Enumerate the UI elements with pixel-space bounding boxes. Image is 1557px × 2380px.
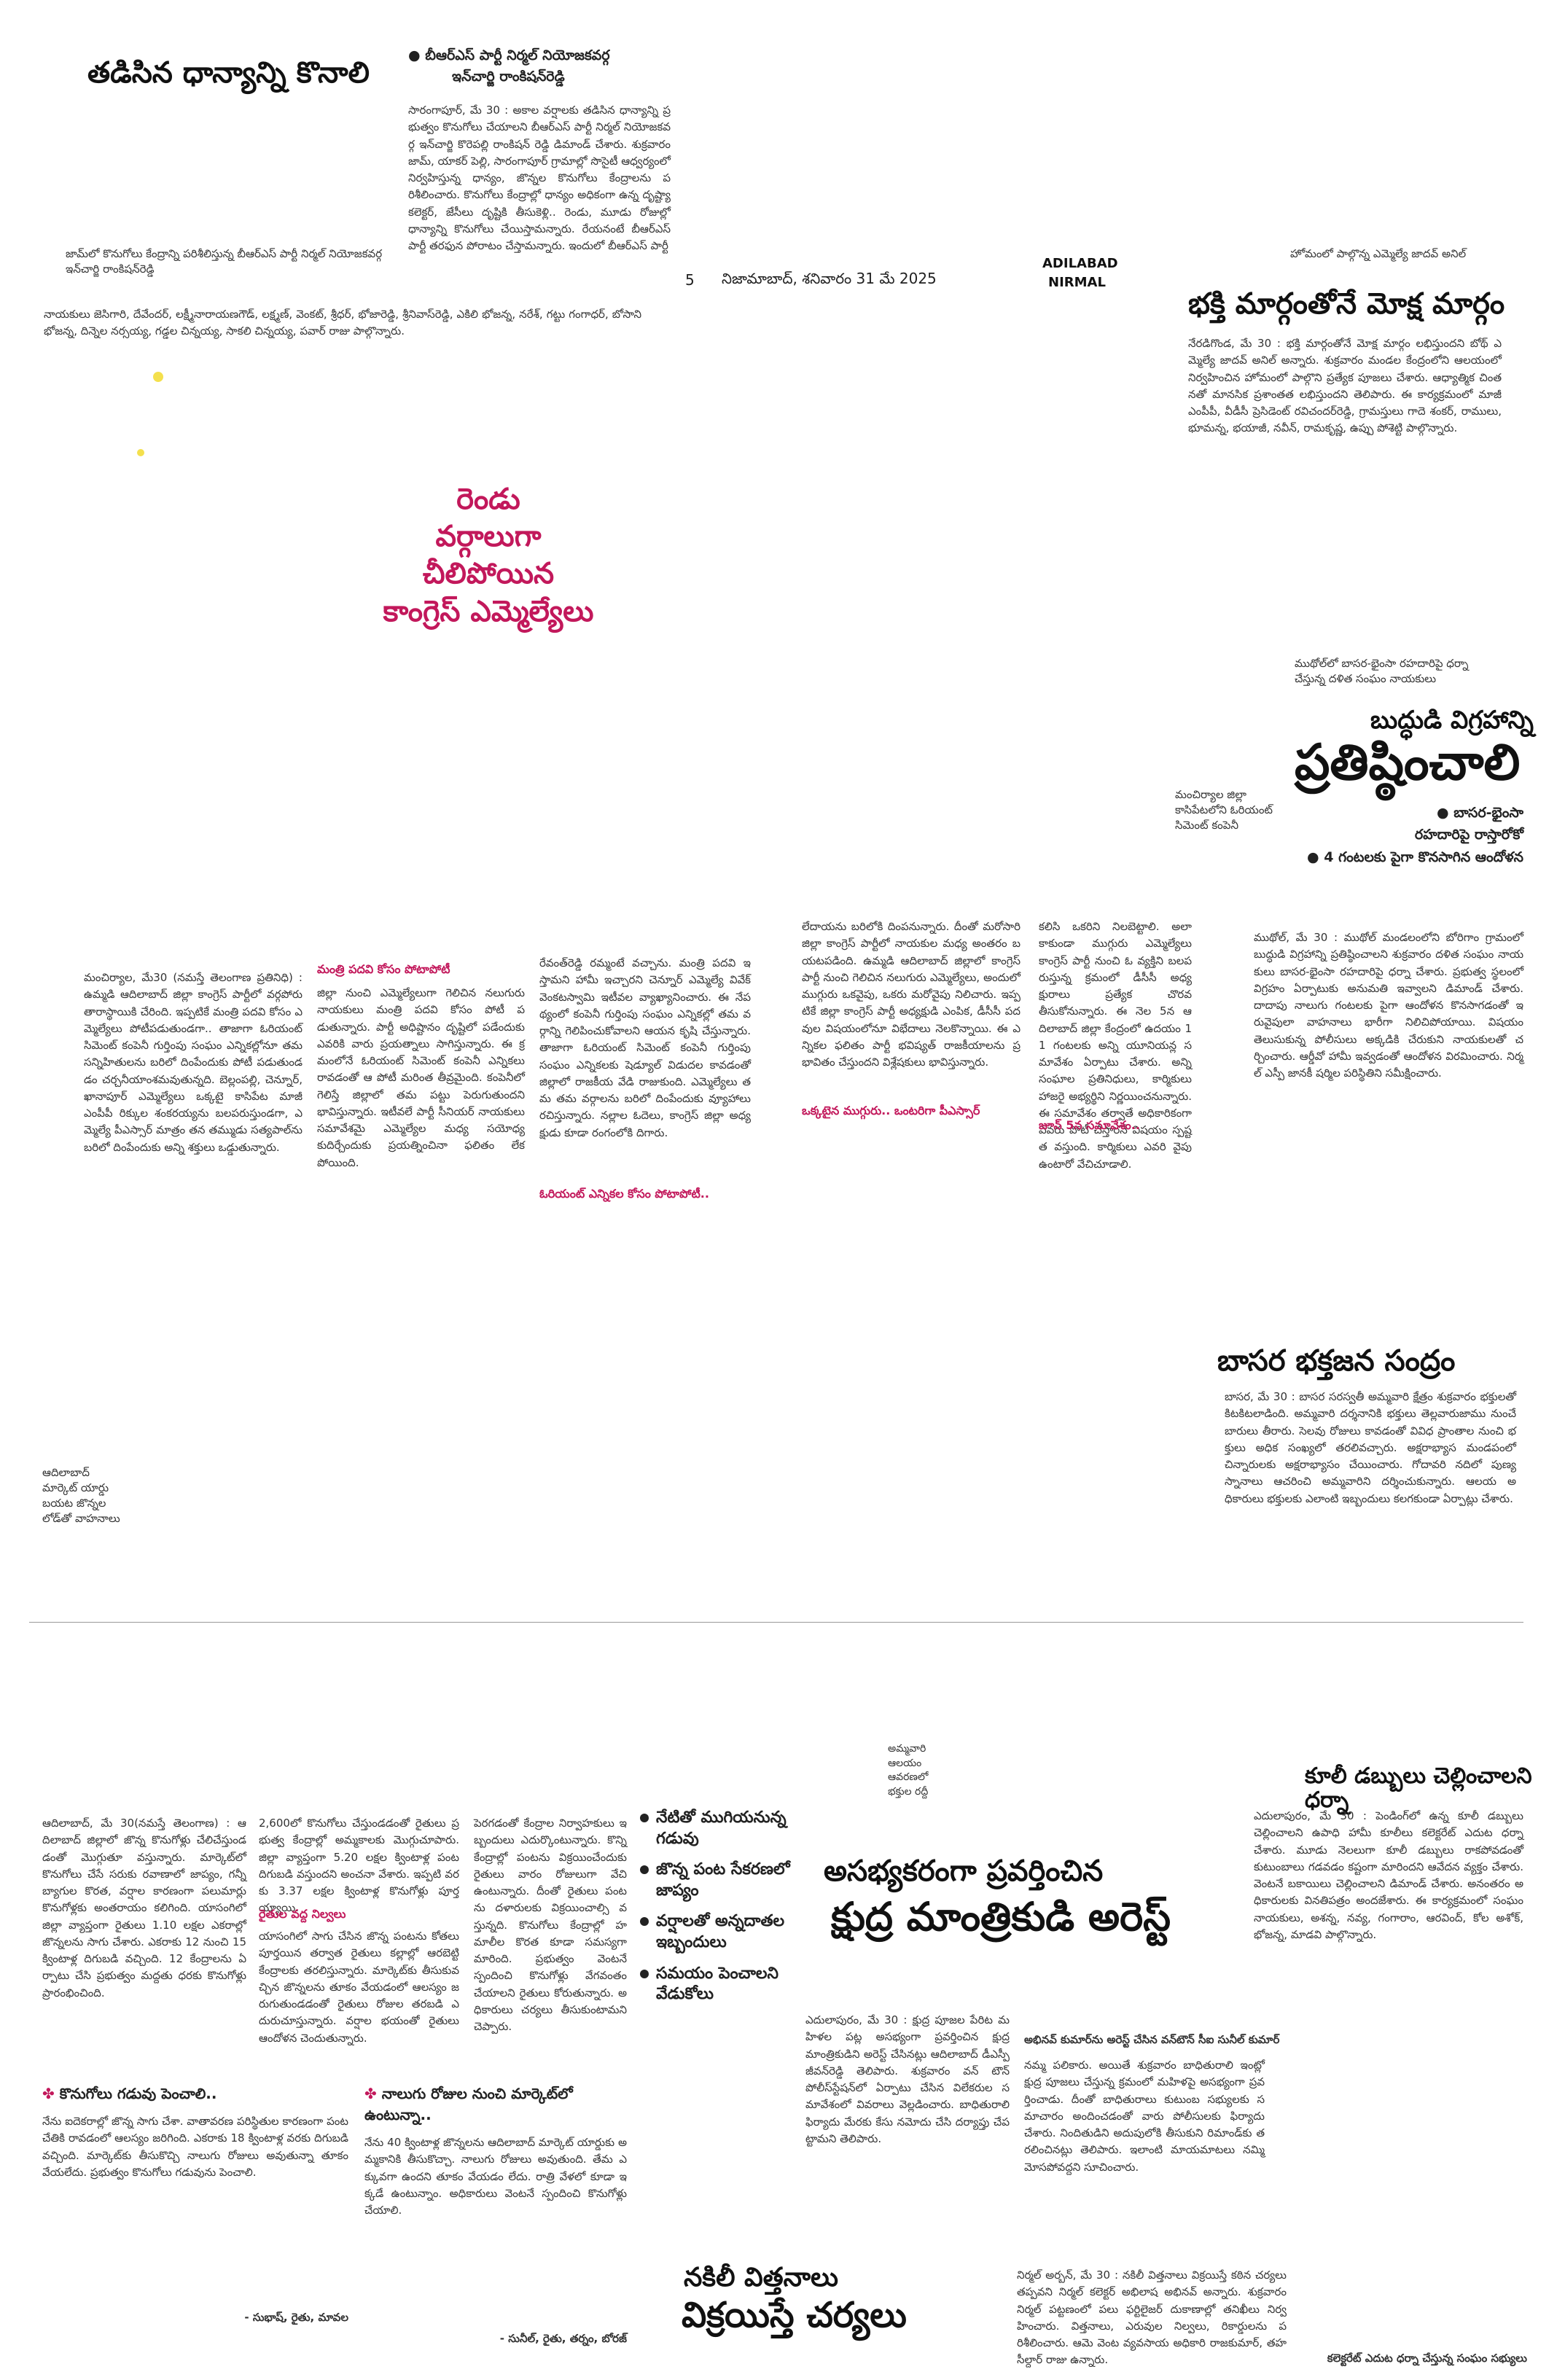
kicker-bhakti: హోమంలో పాల్గొన్న ఎమ్మెల్యే జాదవ్ అనిల్ bbox=[1290, 247, 1467, 260]
kicker-buddha-line-1: ముథోల్‌లో బాసర-భైంసా రహదారిపై ధర్నా bbox=[1295, 657, 1469, 670]
tail-dhanyam: నాయకులు జెసిగారి, దేవేందర్, లక్ష్మీనారాయ… bbox=[44, 308, 641, 338]
congress-col-3-text: రేవంత్‌రెడ్డి రమ్మంటే వచ్చాను. మంత్రి పద… bbox=[539, 956, 751, 1139]
headline-nakili-1: నకిలీ విత్తనాలు bbox=[684, 2263, 838, 2293]
deck-line-2: రహదారిపై రాస్తారోకో bbox=[1414, 827, 1523, 843]
headline-mantrikudu-1: అసభ్యకరంగా ప్రవర్తించిన bbox=[824, 1854, 1104, 1888]
quote-1-head: ✤ కొనుగోలు గడువు పెంచాలి.. bbox=[42, 2085, 217, 2102]
headline-congress-line-1: రెండు bbox=[456, 483, 520, 516]
jonna-subhead: రైతుల వద్ద నిల్వలు bbox=[259, 1907, 346, 1921]
decorative-dot bbox=[153, 372, 163, 382]
quote-1-body: నేను ఐదెకరాల్లో జొన్న సాగు చేశా. వాతావరణ… bbox=[42, 2115, 348, 2179]
congress-col-5: కలిసి ఒకరిని నిలబెట్టాలి. అలా కాకుండా ము… bbox=[1039, 918, 1192, 1171]
body-dhanyam: సారంగాపూర్, మే 30 : అకాల వర్షాలకు తడిసిన… bbox=[408, 104, 671, 252]
congress-subhead-1: మంత్రి పదవి కోసం పోటాపోటీ bbox=[317, 962, 450, 976]
photo-caption-congress: మంచిర్యాల జిల్లా కాసిపేటలోని ఓరియంట్ సిమ… bbox=[1175, 788, 1273, 832]
edition-line-1: ADILABAD bbox=[1042, 256, 1118, 271]
congress-subhead-2: ఓరియంట్ ఎన్నికల కోసం పోటాపోటీ.. bbox=[539, 1187, 709, 1201]
headline-buddha-2: ప్రతిష్ఠించాలి bbox=[1295, 734, 1521, 792]
headline-basara: బాసర భక్తజన సంద్రం bbox=[1217, 1344, 1456, 1378]
bullet-icon: ● bbox=[1307, 848, 1324, 865]
quote-2-head: ✤ నాలుగు రోజుల నుంచి మార్కెట్‌లో ఉంటున్న… bbox=[364, 2085, 573, 2123]
highlight-item: వర్షాలతో అన్నదాతల ఇబ్బందులు bbox=[640, 1911, 793, 1953]
jonna-col-3: పెరగడంతో కేంద్రాల నిర్వాహకులు ఇబ్బందులు … bbox=[474, 1817, 627, 2033]
headline-bhakti: భక్తి మార్గంతోనే మోక్ష మార్గం bbox=[1188, 287, 1505, 321]
photo-caption-mantrikudu: అభినవ్ కుమార్‌ను అరెస్ట్ చేసిన వన్‌టౌన్ … bbox=[1024, 2033, 1280, 2046]
page-number: 5 bbox=[685, 271, 695, 289]
jonna-col-2-text: 2,600లో కొనుగోలు చేస్తుండడంతో రైతులు ప్ర… bbox=[259, 1817, 459, 1915]
edition-line-2: NIRMAL bbox=[1048, 275, 1106, 290]
bullet-icon: ● bbox=[408, 47, 426, 63]
photo-caption-market: ఆదిలాబాద్ మార్కెట్ యార్డు బయట జొన్నల లోడ… bbox=[42, 1466, 120, 1525]
mantrikudu-col-1: ఎదులాపురం, మే 30 : క్షుద్ర పూజల పేరిట మహ… bbox=[805, 2013, 1010, 2145]
congress-subhead-3: ఒక్కటైన ముగ్గురు.. ఒంటరిగా పీఎస్సార్ bbox=[802, 1104, 980, 1117]
headline-mantrikudu-2: క్షుద్ర మాంత్రికుడి అరెస్ట్ bbox=[831, 1894, 1171, 1940]
jonna-quote-1: ✤ కొనుగోలు గడువు పెంచాలి.. నేను ఐదెకరాల్… bbox=[42, 2085, 348, 2325]
headline-congress-line-2: వర్గాలుగా bbox=[435, 520, 542, 554]
body-buddha: ముథోల్, మే 30 : ముథోల్ మండలంలోని బోరిగాం… bbox=[1254, 931, 1523, 1080]
deck-line-1: ● బాసర-భైంసా bbox=[1437, 805, 1523, 821]
kicker-buddha-line-2: చేస్తున్న దళిత సంఘం నాయకులు bbox=[1295, 672, 1437, 685]
mantrikudu-col-2: నమ్మ పలికారు. అయితే శుక్రవారం బాధితురాలి… bbox=[1024, 2059, 1265, 2174]
body-basara: బాసర, మే 30 : బాసర సరస్వతీ అమ్మవారి క్షే… bbox=[1225, 1390, 1516, 1505]
kicker-line-1: ● బీఆర్ఎస్ పార్టీ నిర్మల్ నియోజకవర్గ bbox=[408, 47, 610, 63]
headline-nakili-2: విక్రయిస్తే చర్యలు bbox=[682, 2295, 907, 2336]
photo-caption-dhanyam: జామ్‌లో కొనుగోలు కేంద్రాన్ని పరిశీలిస్తు… bbox=[66, 247, 383, 276]
highlight-item: నేటితో ముగియనున్న గడువు bbox=[640, 1808, 793, 1849]
star-icon: ✤ bbox=[364, 2085, 382, 2102]
headline-congress-line-4: కాంగ్రెస్ ఎమ్మెల్యేలు bbox=[383, 594, 594, 628]
body-nakili: నిర్మల్ అర్బన్, మే 30 : నకిలీ విత్తనాలు … bbox=[1017, 2268, 1287, 2367]
deck-buddha: ● బాసర-భైంసా రహదారిపై రాస్తారోకో ● 4 గంట… bbox=[1305, 802, 1523, 868]
jonna-col-2b-text: యాసంగిలో సాగు చేసిన జొన్న పంటను కోతలు పూ… bbox=[259, 1930, 459, 2045]
kicker-mantrikudu: అమ్మవారి ఆలయం ఆవరణలో భక్తుల రద్దీ bbox=[888, 1743, 929, 1798]
bullet-icon: ● bbox=[1437, 805, 1454, 821]
kicker-dhanyam: ● బీఆర్ఎస్ పార్టీ నిర్మల్ నియోజకవర్గ ఇన్… bbox=[408, 45, 610, 87]
congress-col-3: రేవంత్‌రెడ్డి రమ్మంటే వచ్చాను. మంత్రి పద… bbox=[539, 955, 751, 1209]
highlight-item: జొన్న పంట సేకరణలో జాప్యం bbox=[640, 1860, 793, 1901]
congress-col-4: లేదాయను బరిలోకి దింపనున్నారు. దీంతో మరోస… bbox=[802, 918, 1021, 1126]
highlights-box: నేటితో ముగియనున్న గడువు జొన్న పంట సేకరణల… bbox=[640, 1808, 793, 2016]
quote-2-byline: - సునీల్, రైతు, తర్నం, బోరజ్ bbox=[499, 2332, 627, 2345]
highlights-list: నేటితో ముగియనున్న గడువు జొన్న పంట సేకరణల… bbox=[640, 1808, 793, 2005]
jonna-col-1: ఆదిలాబాద్, మే 30(నమస్తే తెలంగాణ) : ఆదిలా… bbox=[42, 1817, 246, 1999]
star-icon: ✤ bbox=[42, 2085, 60, 2102]
headline-buddha-1: బుద్ధుడి విగ్రహాన్ని bbox=[1370, 706, 1534, 735]
headline-congress-line-3: చీలిపోయిన bbox=[422, 557, 555, 591]
congress-col-4-text: లేదాయను బరిలోకి దింపనున్నారు. దీంతో మరోస… bbox=[802, 920, 1021, 1069]
dateline: నిజామాబాద్, శనివారం 31 మే 2025 bbox=[722, 270, 937, 287]
headline-dhanyam: తడిసిన ధాన్యాన్ని కొనాలి bbox=[87, 56, 370, 90]
congress-col-1: మంచిర్యాల, మే30 (నమస్తే తెలంగాణ ప్రతినిధ… bbox=[84, 971, 303, 1154]
jonna-quote-2: ✤ నాలుగు రోజుల నుంచి మార్కెట్‌లో ఉంటున్న… bbox=[364, 2085, 627, 2346]
highlight-item: సమయం పెంచాలని వేడుకోలు bbox=[640, 1964, 793, 2005]
quote-1-byline: - సుభాష్, రైతు, మావల bbox=[244, 2311, 348, 2324]
kicker-line-2: ఇన్‌చార్జి రాంకిషన్‌రెడ్డి bbox=[452, 68, 565, 85]
decorative-dot bbox=[137, 449, 144, 456]
section-divider bbox=[29, 1622, 1523, 1623]
body-kuli: ఎదులాపురం, మే 30 : పెండింగ్‌లో ఉన్న కూలీ… bbox=[1254, 1809, 1523, 1941]
photo-caption-kuli: కలెక్టరేట్ ఎదుట ధర్నా చేస్తున్న సంఘం సభ్… bbox=[1327, 2352, 1527, 2365]
headline-congress: రెండు వర్గాలుగా చీలిపోయిన కాంగ్రెస్ ఎమ్మ… bbox=[313, 481, 663, 631]
congress-col-2-text: జిల్లా నుంచి ఎమ్మెల్యేలుగా గెలిచిన నలుగు… bbox=[317, 986, 525, 1169]
headline-kuli: కూలీ డబ్బులు చెల్లించాలని ధర్నా bbox=[1305, 1763, 1532, 1813]
congress-col-2: మంత్రి పదవి కోసం పోటాపోటీ జిల్లా నుంచి ఎ… bbox=[317, 962, 525, 1393]
congress-col-5-text: కలిసి ఒకరిని నిలబెట్టాలి. అలా కాకుండా ము… bbox=[1039, 920, 1192, 1171]
congress-subhead-4: జూన్ 5న సమావేశం.. bbox=[1039, 1118, 1140, 1132]
deck-line-3: ● 4 గంటలకు పైగా కొనసాగిన ఆందోళన bbox=[1307, 848, 1523, 865]
kicker-buddha: ముథోల్‌లో బాసర-భైంసా రహదారిపై ధర్నా చేస్… bbox=[1295, 656, 1528, 687]
quote-2-body: నేను 40 క్వింటాళ్ల జొన్నలను ఆదిలాబాద్ మా… bbox=[364, 2136, 627, 2217]
body-bhakti: నేరడిగొండ, మే 30 : భక్తి మార్గంతోనే మోక్… bbox=[1188, 337, 1502, 435]
jonna-col-2: 2,600లో కొనుగోలు చేస్తుండడంతో రైతులు ప్ర… bbox=[259, 1815, 459, 2067]
